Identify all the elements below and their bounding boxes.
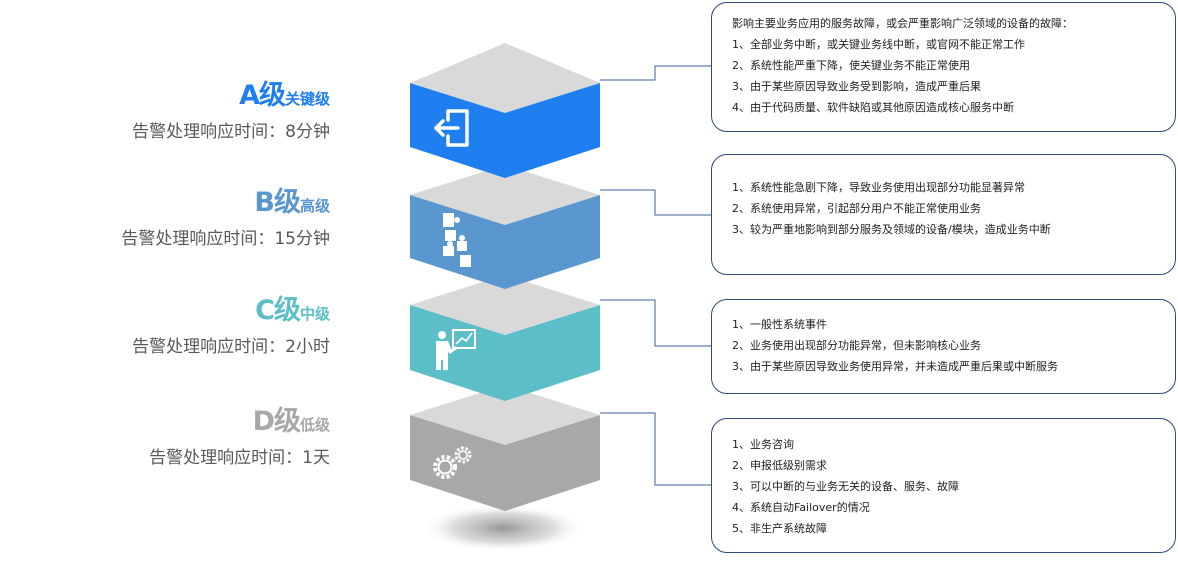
details-d-line-0: 1、业务咨询 <box>732 438 794 451</box>
level-c-grade: 中级 <box>299 305 330 323</box>
details-b-line-0: 1、系统性能急剧下降，导致业务使用出现部分功能显著异常 <box>732 181 1025 194</box>
details-b-line-1: 2、系统使用异常，引起部分用户不能正常使用业务 <box>732 202 981 215</box>
details-b-line-2: 3、较为严重地影响到部分服务及领域的设备/模块，造成业务中断 <box>732 223 1051 236</box>
level-a-title: A级关键级 <box>132 80 330 115</box>
details-box-c: 1、一般性系统事件 2、业务使用出现部分功能异常，但未影响核心业务 3、由于某些… <box>711 299 1176 394</box>
connector-a <box>600 65 711 81</box>
details-a-line-2: 2、系统性能严重下降，使关键业务不能正常使用 <box>732 59 970 72</box>
block-a <box>410 43 600 178</box>
level-b-label: B级高级 告警处理响应时间：15分钟 <box>121 187 330 249</box>
block-d <box>410 385 600 511</box>
details-d-line-1: 2、申报低级别需求 <box>732 459 827 472</box>
block-c <box>410 275 600 401</box>
details-box-b: 1、系统性能急剧下降，导致业务使用出现部分功能显著异常 2、系统使用异常，引起部… <box>711 154 1176 275</box>
level-c-title: C级中级 <box>132 295 330 330</box>
block-d-front <box>410 415 600 511</box>
connector-d <box>600 412 711 486</box>
details-d-line-2: 3、可以中断的与业务无关的设备、服务、故障 <box>732 480 959 493</box>
block-b <box>410 165 600 289</box>
details-a-line-4: 4、由于代码质量、软件缺陷或其他原因造成核心服务中断 <box>732 101 1014 114</box>
level-b-grade: 高级 <box>299 197 330 215</box>
block-a-top <box>410 43 600 113</box>
details-a-line-1: 1、全部业务中断，或关键业务线中断，或官网不能正常工作 <box>732 38 1025 51</box>
level-d-grade: 低级 <box>299 416 330 434</box>
level-b-letter: B级 <box>254 187 301 218</box>
level-a-grade: 关键级 <box>284 90 330 108</box>
details-a-line-3: 3、由于某些原因导致业务受到影响，造成严重后果 <box>732 80 981 93</box>
connectors <box>600 65 711 486</box>
presenter-chart-icon <box>436 329 476 370</box>
gears-icon <box>433 446 472 479</box>
connector-b <box>600 189 711 216</box>
level-d-letter: D级 <box>252 406 301 437</box>
level-a-label: A级关键级 告警处理响应时间：8分钟 <box>132 80 330 142</box>
details-c-line-2: 3、由于某些原因导致业务使用异常，并未造成严重后果或中断服务 <box>732 360 1058 373</box>
level-b-title: B级高级 <box>121 187 330 222</box>
ground-shadow <box>421 504 585 552</box>
details-box-d: 1、业务咨询 2、申报低级别需求 3、可以中断的与业务无关的设备、服务、故障 4… <box>711 418 1176 553</box>
level-d-title: D级低级 <box>149 406 330 441</box>
level-d-label: D级低级 告警处理响应时间：1天 <box>149 406 330 468</box>
details-a-line-0: 影响主要业务应用的服务故障，或会严重影响广泛领域的设备的故障： <box>732 17 1073 30</box>
connector-c <box>600 299 711 347</box>
details-c-line-0: 1、一般性系统事件 <box>732 318 827 331</box>
level-c-label: C级中级 告警处理响应时间：2小时 <box>132 295 330 357</box>
details-c-line-1: 2、业务使用出现部分功能异常，但未影响核心业务 <box>732 339 981 352</box>
level-b-response-time: 告警处理响应时间：15分钟 <box>121 229 330 249</box>
level-d-response-time: 告警处理响应时间：1天 <box>149 448 330 468</box>
details-d-line-4: 5、非生产系统故障 <box>732 522 827 535</box>
block-a-front <box>410 83 600 178</box>
details-d-line-3: 4、系统自动Failover的情况 <box>732 501 870 514</box>
level-a-response-time: 告警处理响应时间：8分钟 <box>132 122 330 142</box>
puzzle-icon <box>443 213 471 267</box>
level-c-response-time: 告警处理响应时间：2小时 <box>132 337 330 357</box>
level-a-letter: A级 <box>239 80 286 111</box>
details-box-a: 影响主要业务应用的服务故障，或会严重影响广泛领域的设备的故障： 1、全部业务中断… <box>711 2 1176 132</box>
exit-door-icon <box>434 109 469 147</box>
level-c-letter: C级 <box>255 295 301 326</box>
